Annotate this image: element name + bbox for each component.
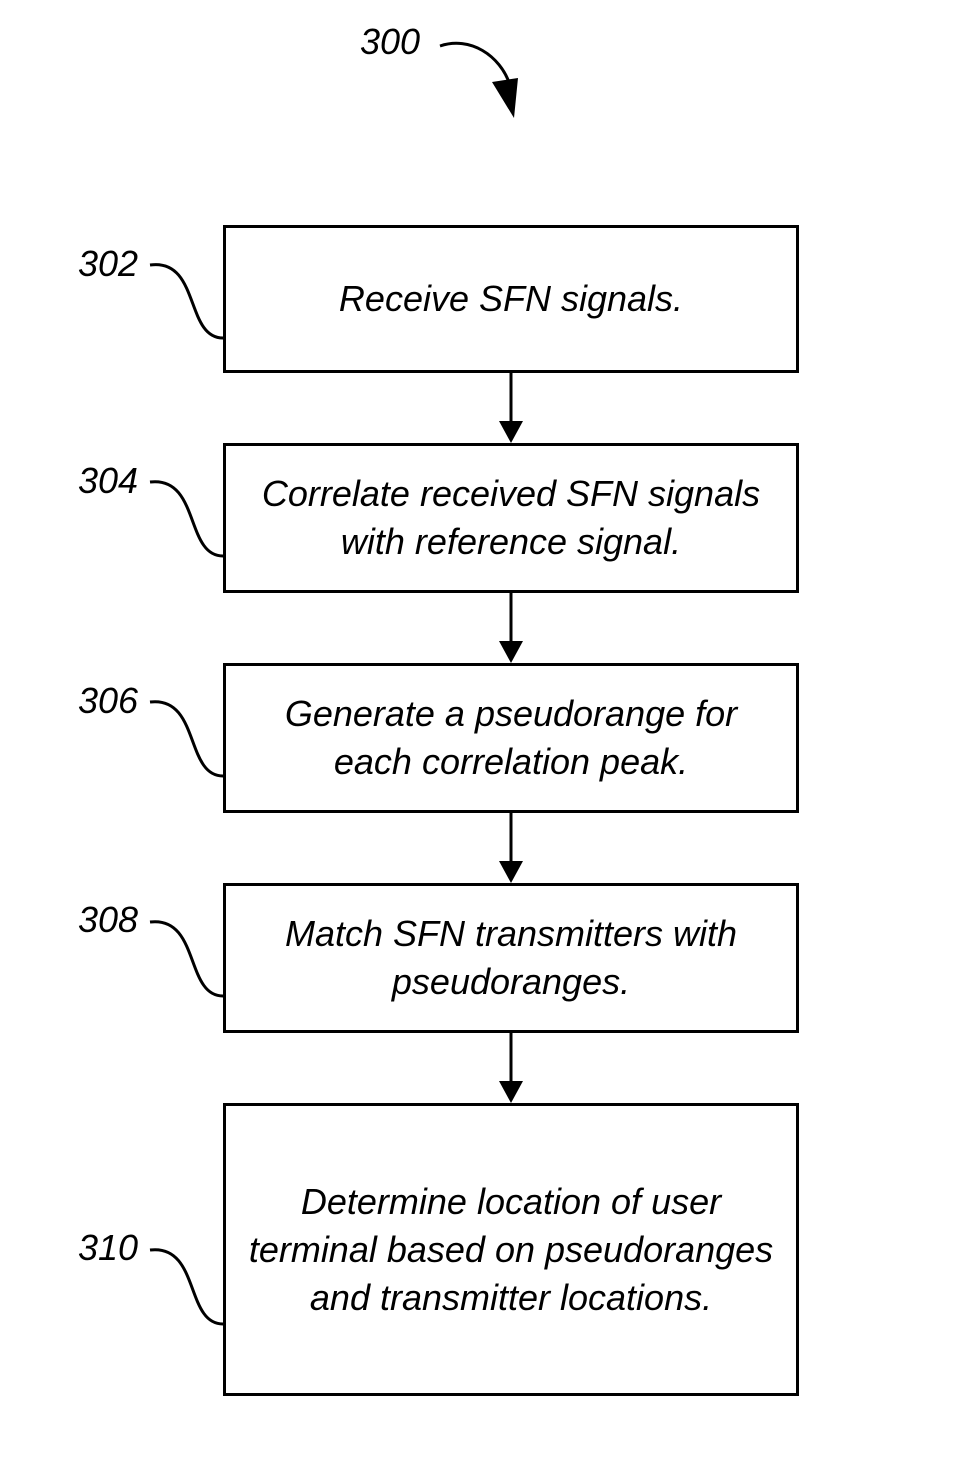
step-ref-label: 304 bbox=[78, 461, 138, 501]
step-box-receive-signals: Receive SFN signals. bbox=[223, 225, 799, 373]
step-text: Determine location of user terminal base… bbox=[226, 1178, 796, 1322]
step-text: Correlate received SFN signals with refe… bbox=[229, 470, 793, 566]
step-ref-label: 306 bbox=[78, 681, 138, 721]
leader-304 bbox=[150, 482, 223, 556]
flow-arrow-302-304-head bbox=[499, 421, 523, 443]
figure-ref-label: 300 bbox=[360, 22, 420, 62]
step-text: Generate a pseudorange for each correlat… bbox=[229, 690, 793, 786]
flow-arrow-306-308-head bbox=[499, 861, 523, 883]
flow-arrow-304-306-head bbox=[499, 641, 523, 663]
leader-306 bbox=[150, 702, 223, 776]
leader-308 bbox=[150, 922, 223, 996]
step-box-match-transmitters: Match SFN transmitters with pseudoranges… bbox=[223, 883, 799, 1033]
step-ref-label: 308 bbox=[78, 900, 138, 940]
leader-302 bbox=[150, 265, 223, 338]
step-box-determine-location: Determine location of user terminal base… bbox=[223, 1103, 799, 1396]
step-ref-label: 302 bbox=[78, 244, 138, 284]
step-box-generate-pseudorange: Generate a pseudorange for each correlat… bbox=[223, 663, 799, 813]
step-box-correlate-signals: Correlate received SFN signals with refe… bbox=[223, 443, 799, 593]
flow-arrow-308-310-head bbox=[499, 1081, 523, 1103]
step-text: Match SFN transmitters with pseudoranges… bbox=[229, 910, 793, 1006]
leader-310 bbox=[150, 1250, 223, 1324]
step-text: Receive SFN signals. bbox=[259, 275, 763, 323]
step-ref-label: 310 bbox=[78, 1228, 138, 1268]
figure-ref-pointer bbox=[440, 43, 510, 85]
figure-ref-arrowhead bbox=[492, 78, 518, 118]
